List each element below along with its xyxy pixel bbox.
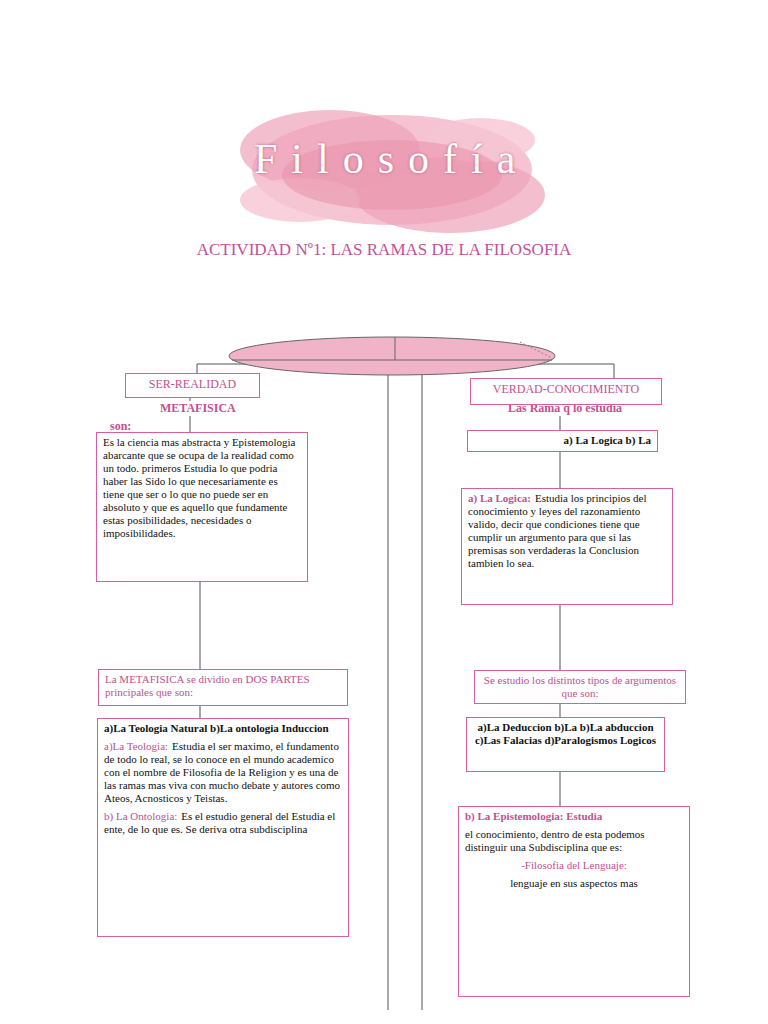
box-text: el conocimiento, dentro de esta podemos … bbox=[465, 828, 645, 853]
box-text: a)La Teologia Natural b)La ontologia Ind… bbox=[104, 722, 329, 734]
concept-box: SER-REALIDAD bbox=[125, 373, 260, 398]
connector-line bbox=[560, 704, 561, 717]
box-text: SER-REALIDAD bbox=[149, 377, 236, 391]
connector-line bbox=[200, 706, 201, 718]
box-text: b) La Ontologia: bbox=[104, 810, 177, 822]
box-text: -Filosofia del Lenguaje: bbox=[521, 859, 627, 871]
connector-line bbox=[560, 772, 561, 806]
page-title: ACTIVIDAD Nº1: LAS RAMAS DE LA FILOSOFIA bbox=[0, 240, 768, 260]
box-text: a)La Teologia: bbox=[104, 740, 168, 752]
concept-box: Es la ciencia mas abstracta y Epistemolo… bbox=[96, 432, 308, 582]
box-text: La METAFISICA se dividio en DOS PARTES p… bbox=[105, 673, 310, 698]
box-text: a) La Logica b) La bbox=[564, 434, 651, 446]
concept-box: Se estudio los distintos tipos de argume… bbox=[474, 670, 686, 704]
connector-line bbox=[200, 582, 201, 669]
box-text: Se estudio los distintos tipos de argume… bbox=[484, 674, 676, 699]
branch-heading: METAFISICA bbox=[158, 401, 238, 416]
central-ellipse bbox=[229, 337, 555, 375]
box-text: a)La Deduccion b)La b)La abduccion c)Las… bbox=[475, 721, 656, 746]
concept-box: a)La Teologia Natural b)La ontologia Ind… bbox=[97, 718, 349, 937]
concept-box: b) La Epistemologia: Estudia el conocimie… bbox=[458, 806, 690, 997]
watercolor-blob bbox=[240, 110, 545, 233]
box-text: VERDAD-CONOCIMIENTO bbox=[493, 382, 639, 396]
concept-box: La METAFISICA se dividio en DOS PARTES p… bbox=[98, 669, 348, 706]
connector-line bbox=[560, 605, 561, 670]
box-text: Es la ciencia mas abstracta y Epistemolo… bbox=[103, 436, 295, 539]
box-text: lenguaje en sus aspectos mas bbox=[510, 877, 638, 889]
box-text: b) La Epistemologia: Estudia bbox=[465, 810, 602, 822]
connector-line bbox=[560, 452, 561, 488]
header-word: Filosofía bbox=[252, 135, 531, 183]
concept-box: a)La Deduccion b)La b)La abduccion c)Las… bbox=[466, 717, 665, 772]
concept-box: VERDAD-CONOCIMIENTO bbox=[470, 378, 662, 405]
box-text: a) La Logica: bbox=[468, 492, 531, 504]
concept-box: a) La Logica b) La bbox=[467, 430, 658, 452]
concept-box: a) La Logica:Estudia los principios del … bbox=[461, 488, 673, 605]
